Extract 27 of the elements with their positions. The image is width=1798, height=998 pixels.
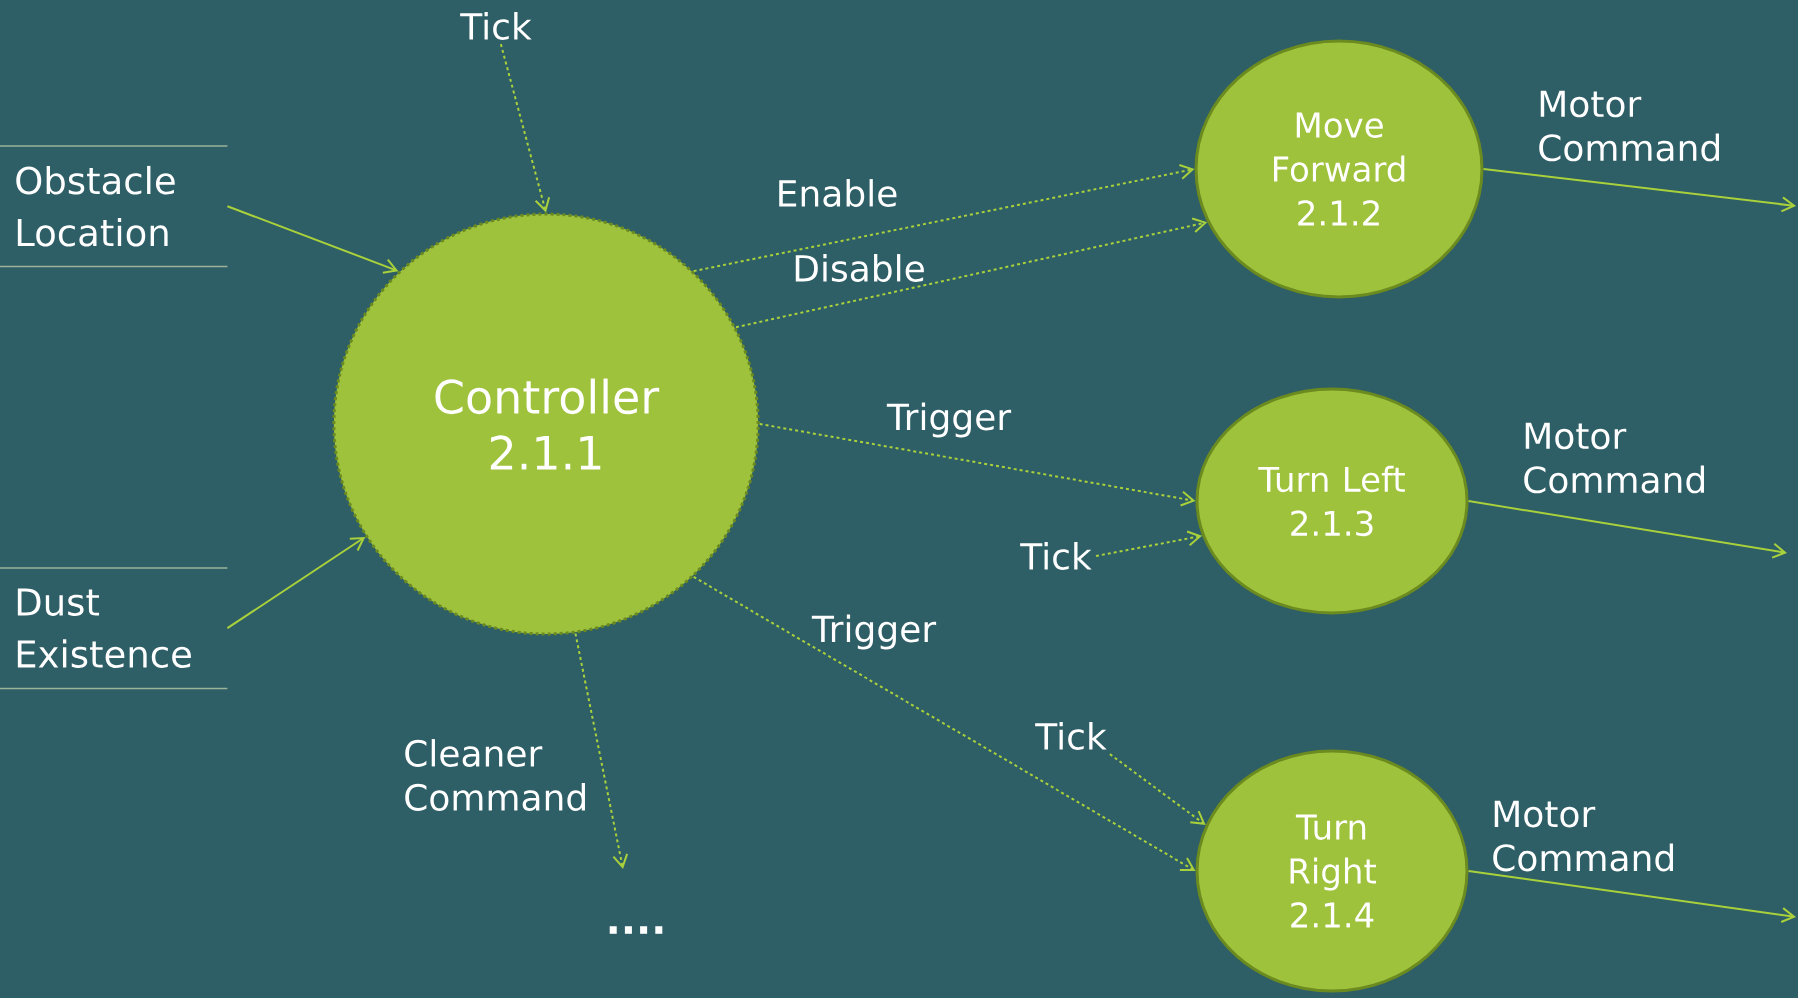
edge-label: Disable xyxy=(795,254,924,282)
edge-label: Cleaner Command xyxy=(405,739,585,811)
flow-label: Tick xyxy=(1020,542,1092,570)
ellipsis: .... xyxy=(609,926,663,934)
arrow xyxy=(574,632,629,869)
arrow xyxy=(734,217,1208,329)
edge-label: Motor Command xyxy=(1493,800,1673,872)
arrow xyxy=(226,205,399,274)
arrow xyxy=(1482,168,1797,213)
flow-label: Tick xyxy=(460,12,532,40)
arrow xyxy=(1108,753,1206,826)
data-store: Obstacle Location xyxy=(0,145,229,268)
edge-label: Motor Command xyxy=(1539,90,1719,162)
arrow xyxy=(758,423,1196,507)
arrow xyxy=(1467,500,1788,559)
flow-label: Tick xyxy=(1035,722,1107,750)
arrow xyxy=(226,536,366,630)
data-store: Dust Existence xyxy=(0,567,229,690)
edge-label: Trigger xyxy=(811,614,937,650)
arrow xyxy=(499,43,551,213)
arrow xyxy=(692,163,1195,273)
arrow xyxy=(692,575,1196,871)
arrow xyxy=(1095,530,1203,557)
edge-label: Motor Command xyxy=(1524,422,1704,494)
arrow xyxy=(1467,870,1797,923)
edge-label: Trigger xyxy=(886,402,1012,438)
edge-label: Enable xyxy=(779,179,897,207)
